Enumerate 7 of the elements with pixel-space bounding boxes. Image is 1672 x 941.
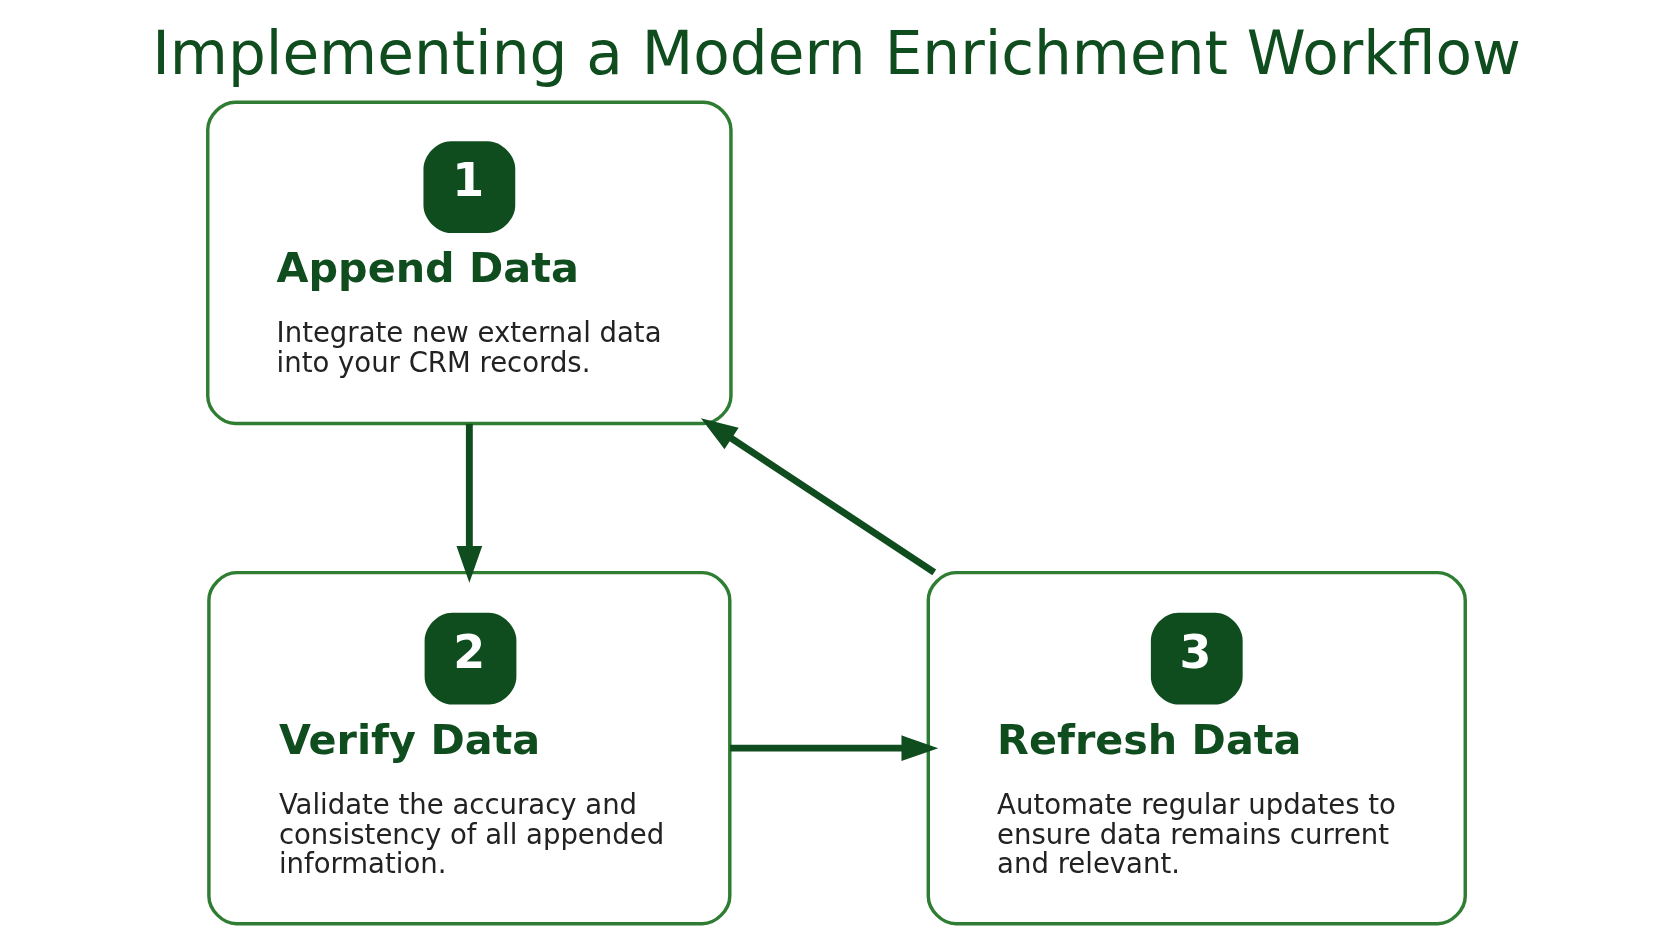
node-box: 1 Append Data Integrate new external data into your CRM records. <box>205 100 733 426</box>
arrow <box>700 418 936 576</box>
diagram-title: Implementing a Modern Enrichment Workflow <box>151 19 1521 89</box>
node-box: 3 Refresh Data Automate regular updates to ensure data remains current and relevant. <box>926 570 1467 926</box>
arrow <box>455 423 482 583</box>
node-box: 2 Verify Data Validate the accuracy and consistency of all appended information. <box>206 570 731 926</box>
arrow <box>729 735 938 762</box>
